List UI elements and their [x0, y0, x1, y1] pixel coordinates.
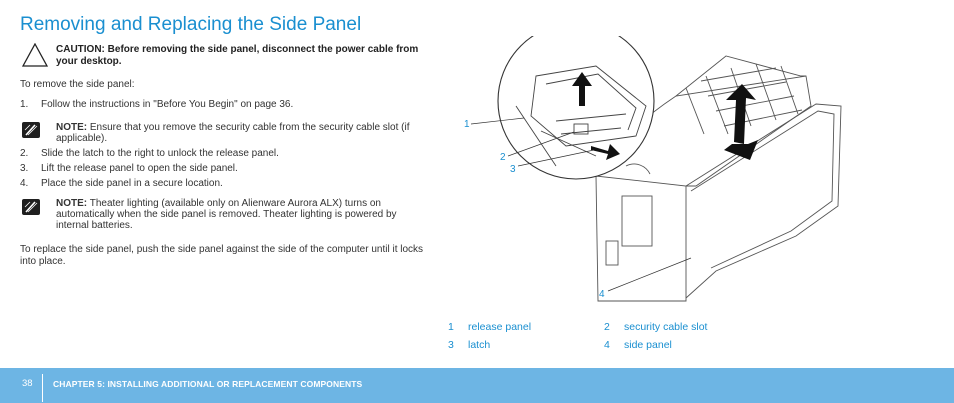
step-2-text: Slide the latch to the right to unlock t…: [41, 148, 279, 159]
caution-text: CAUTION: Before removing the side panel,…: [56, 44, 419, 67]
note-label: NOTE:: [56, 198, 88, 209]
legend-label-side-panel: side panel: [624, 339, 672, 351]
legend-number: 4: [604, 339, 610, 351]
page-number: 38: [22, 378, 33, 389]
legend-label-release-panel: release panel: [468, 321, 532, 333]
caution-triangle-icon: [21, 42, 49, 67]
step-3-text: Lift the release panel to open the side …: [41, 163, 238, 174]
step-3-number: 3.: [20, 163, 29, 174]
note-theater-lighting: NOTE: Theater lighting (available only o…: [56, 198, 432, 231]
legend-number: 1: [448, 321, 454, 333]
side-panel-illustration: [470, 36, 842, 302]
page-title: Removing and Replacing the Side Panel: [20, 14, 362, 35]
note-pencil-icon: [22, 199, 40, 215]
remove-intro: To remove the side panel:: [20, 79, 135, 90]
note-body: Theater lighting (available only on Alie…: [56, 198, 397, 231]
replace-text: To replace the side panel, push the side…: [20, 244, 424, 267]
step-1-number: 1.: [20, 99, 29, 110]
step-1-text: Follow the instructions in "Before You B…: [41, 99, 294, 110]
legend-number: 2: [604, 321, 610, 333]
legend-label-security-cable-slot: security cable slot: [624, 321, 708, 333]
chapter-title: CHAPTER 5: INSTALLING ADDITIONAL OR REPL…: [53, 379, 363, 389]
callout-2: 2: [500, 152, 506, 163]
footer-divider: [42, 374, 43, 402]
note-pencil-icon: [22, 122, 40, 138]
note-security-cable: NOTE: Ensure that you remove the securit…: [56, 122, 432, 144]
legend-label-latch: latch: [468, 339, 491, 351]
note-label: NOTE:: [56, 122, 88, 133]
step-2-number: 2.: [20, 148, 29, 159]
page-footer: 38 CHAPTER 5: INSTALLING ADDITIONAL OR R…: [0, 368, 954, 403]
step-4-text: Place the side panel in a secure locatio…: [41, 178, 223, 189]
callout-3: 3: [510, 164, 516, 175]
callout-4: 4: [599, 289, 605, 300]
step-4-number: 4.: [20, 178, 29, 189]
callout-1: 1: [464, 119, 470, 130]
note-body: Ensure that you remove the security cabl…: [56, 122, 410, 144]
legend-number: 3: [448, 339, 454, 351]
